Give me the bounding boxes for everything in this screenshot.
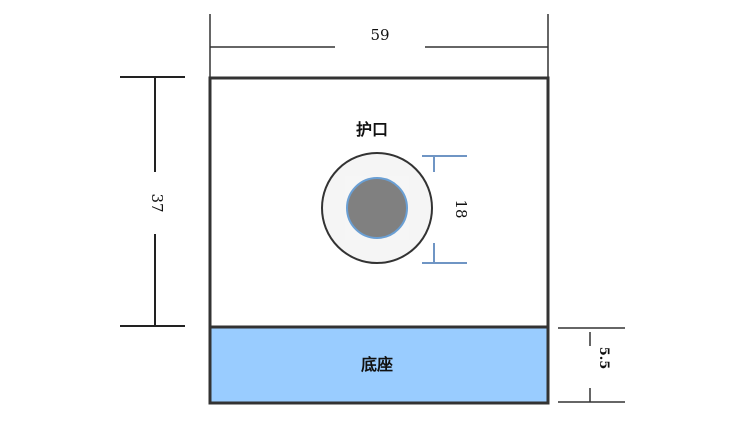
- base-height-label: 5.5: [596, 347, 611, 370]
- hole-dimension: [422, 155, 467, 264]
- base-box: [208, 325, 550, 405]
- hole-label: 18: [452, 199, 470, 218]
- hole: [346, 177, 408, 239]
- base-label: 底座: [361, 355, 393, 374]
- height-dimension: [120, 76, 185, 327]
- guard-label: 护口: [356, 120, 388, 139]
- width-label: 59: [370, 26, 389, 44]
- height-label: 37: [148, 193, 166, 212]
- base-dimension: [558, 327, 625, 403]
- width-dimension: [209, 14, 549, 78]
